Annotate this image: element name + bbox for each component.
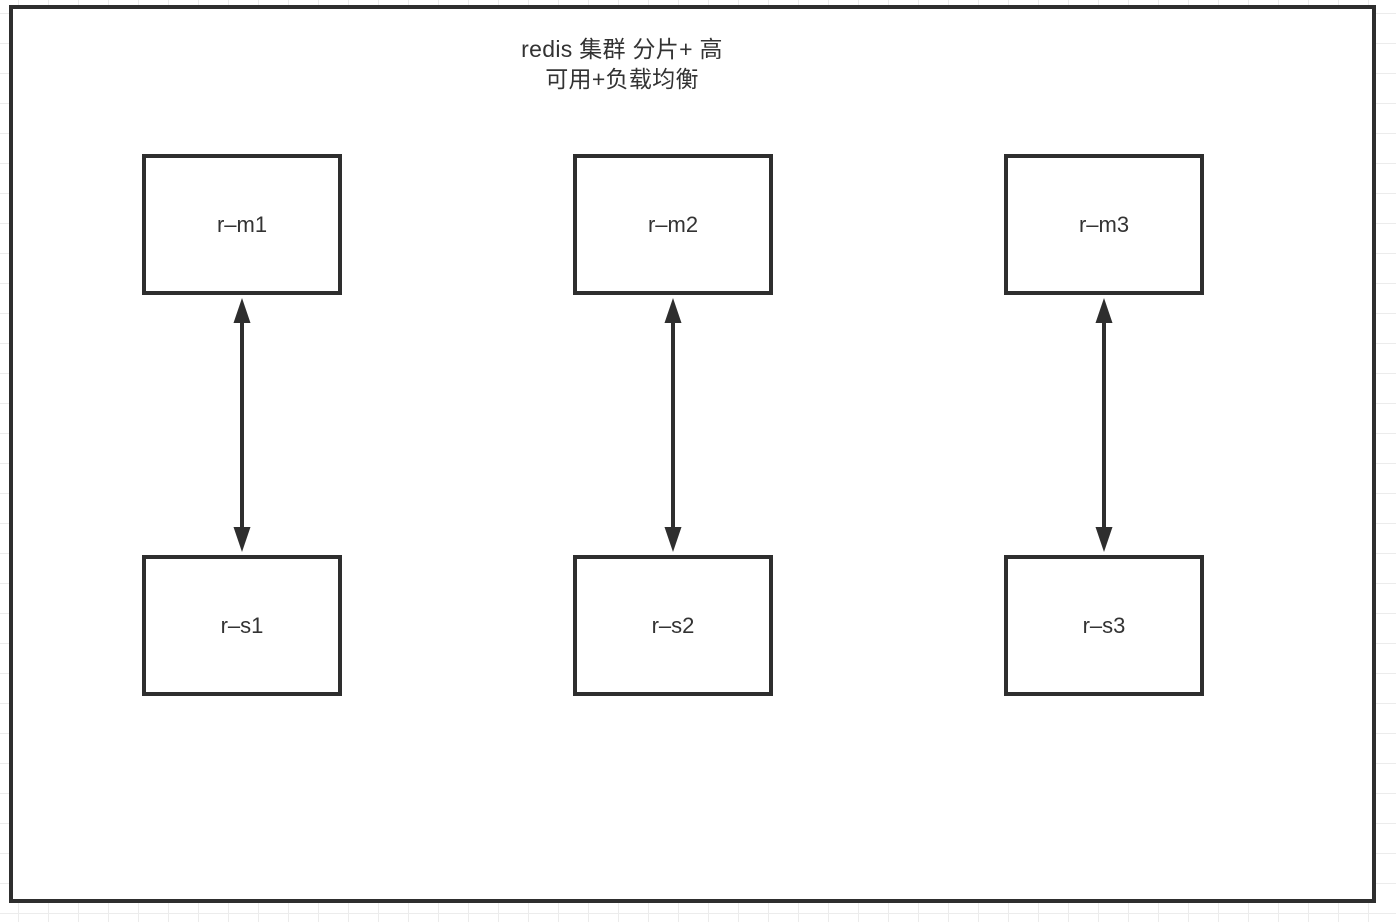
- node-r-m2: r–m2: [573, 154, 773, 295]
- node-r-m3: r–m3: [1004, 154, 1204, 295]
- node-r-m2-label: r–m2: [647, 211, 699, 237]
- node-r-s2: r–s2: [573, 555, 773, 696]
- node-r-m1-label: r–m1: [216, 211, 268, 237]
- node-r-s1-label: r–s1: [220, 612, 264, 638]
- double-arrow-icon-m3-s3: [1095, 298, 1113, 552]
- diagram-title: redis 集群 分片+ 高 可用+负载均衡: [422, 34, 822, 94]
- node-r-s3-label: r–s3: [1082, 612, 1126, 638]
- diagram-frame: [9, 5, 1376, 903]
- node-r-m1: r–m1: [142, 154, 342, 295]
- node-r-s1: r–s1: [142, 555, 342, 696]
- node-r-m3-label: r–m3: [1078, 211, 1130, 237]
- node-r-s2-label: r–s2: [651, 612, 695, 638]
- diagram-title-line2: 可用+负载均衡: [545, 66, 699, 92]
- node-r-s3: r–s3: [1004, 555, 1204, 696]
- double-arrow-icon-m2-s2: [664, 298, 682, 552]
- diagram-title-line1: redis 集群 分片+ 高: [521, 36, 723, 62]
- double-arrow-icon-m1-s1: [233, 298, 251, 552]
